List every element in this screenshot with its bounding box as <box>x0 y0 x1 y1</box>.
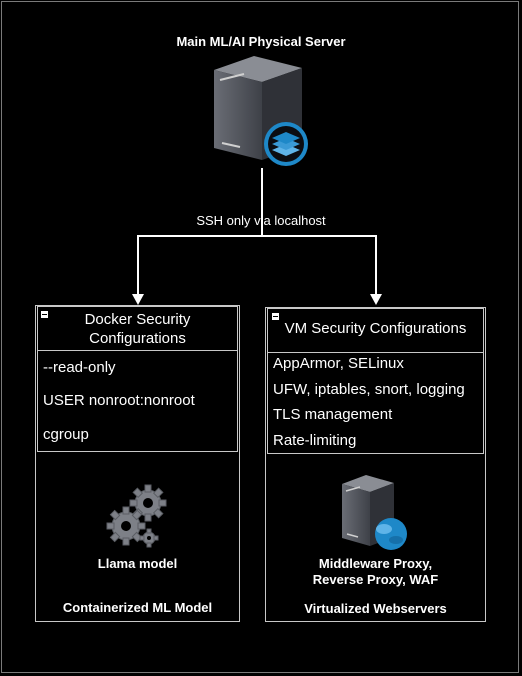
ssh-connection-label: SSH only via localhost <box>196 213 326 228</box>
docker-config-header-line2: Configurations <box>89 330 186 347</box>
arrowhead-right <box>370 294 382 305</box>
docker-config-item: cgroup <box>43 426 89 443</box>
docker-collapse-toggle[interactable] <box>41 311 48 318</box>
docker-container-box: Docker Security Configurations --read-on… <box>35 305 240 622</box>
vm-config-header: VM Security Configurations <box>268 309 483 353</box>
vm-config-panel: VM Security Configurations AppArmor, SEL… <box>267 308 484 454</box>
docker-box-caption: Containerized ML Model <box>62 600 213 615</box>
docker-config-header-line1: Docker Security <box>84 311 191 328</box>
server-title: Main ML/AI Physical Server <box>176 34 346 49</box>
docker-config-item: --read-only <box>43 359 116 376</box>
vm-config-item: AppArmor, SELinux <box>273 355 404 372</box>
docker-config-header: Docker Security Configurations <box>38 309 237 351</box>
connector-right <box>262 235 377 297</box>
proxy-label-line1: Middleware Proxy, <box>318 556 433 571</box>
vm-box: VM Security Configurations AppArmor, SEL… <box>265 307 486 622</box>
vm-box-caption: Virtualized Webservers <box>304 601 447 616</box>
connector-left <box>137 235 262 297</box>
arrowhead-left <box>132 294 144 305</box>
docker-config-panel: Docker Security Configurations --read-on… <box>37 306 238 452</box>
vm-config-item: UFW, iptables, snort, logging <box>273 381 465 398</box>
proxy-label-line2: Reverse Proxy, WAF <box>312 572 439 587</box>
llama-model-label: Llama model <box>97 556 178 571</box>
vm-config-item: Rate-limiting <box>273 432 357 449</box>
vm-collapse-toggle[interactable] <box>272 313 279 320</box>
vm-config-item: TLS management <box>273 406 393 423</box>
docker-config-item: USER nonroot:nonroot <box>43 392 195 409</box>
proxy-label: Middleware Proxy, Reverse Proxy, WAF <box>265 556 486 588</box>
